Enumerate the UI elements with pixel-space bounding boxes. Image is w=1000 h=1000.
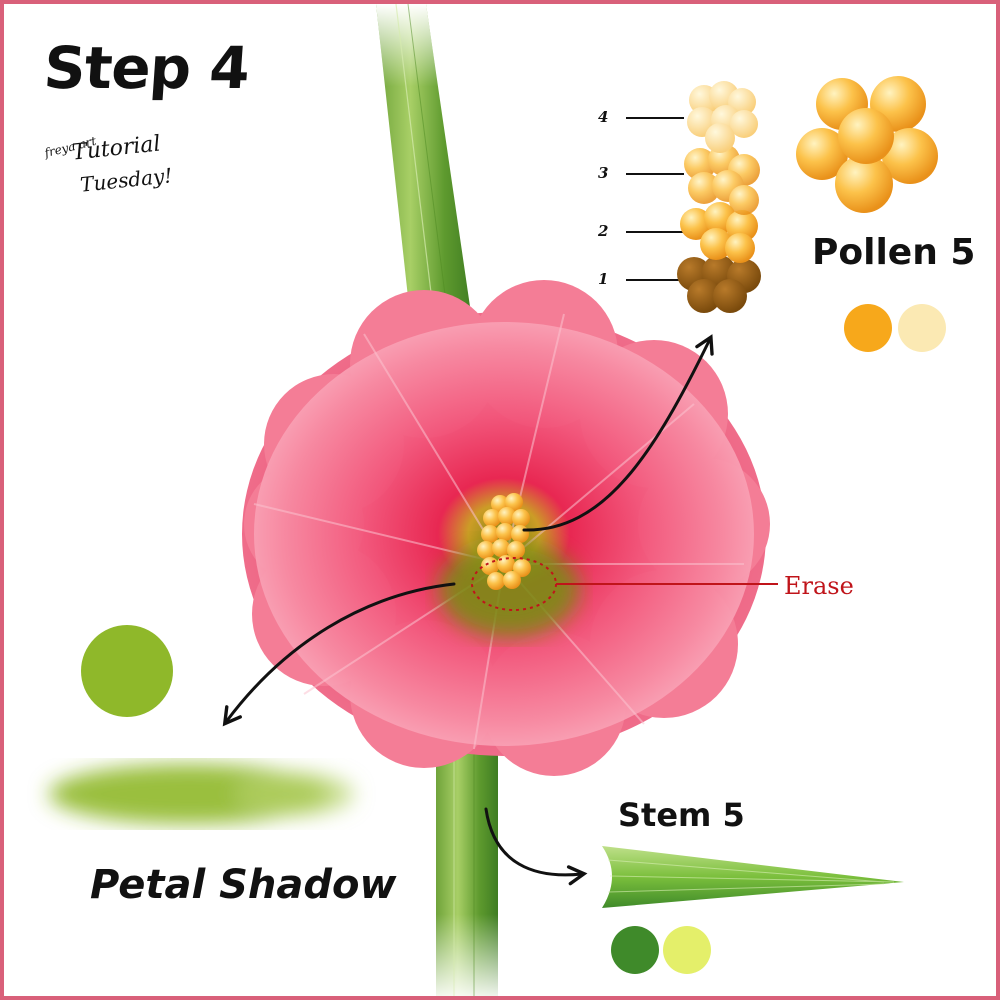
pollen-swatches	[844, 304, 946, 352]
pollen-level-2: 2	[598, 222, 609, 240]
stem-label: Stem 5	[618, 796, 745, 834]
petal-shadow-label: Petal Shadow	[90, 862, 397, 908]
stem-leaf-sample	[602, 846, 904, 974]
pollen-swatch-orange	[844, 304, 892, 352]
stamen-pollen	[477, 493, 531, 590]
pollen-swatch-cream	[898, 304, 946, 352]
pollen-level-lines	[626, 117, 684, 281]
petal-shadow-swatch	[81, 625, 173, 717]
erase-marker	[471, 557, 778, 611]
step-title: Step 4	[41, 34, 252, 102]
pollen-level-3: 3	[598, 164, 609, 182]
stem-upper	[376, 4, 474, 335]
pollen-label: Pollen 5	[812, 232, 976, 273]
pollen-stages	[677, 81, 761, 313]
arrow-to-shadow	[222, 582, 456, 727]
erase-label: Erase	[784, 572, 854, 600]
stem-swatch-light	[663, 926, 711, 974]
pollen-cluster-sample	[796, 76, 938, 213]
illustration	[49, 4, 946, 996]
pollen-level-4: 4	[598, 108, 609, 126]
arrow-to-stem	[484, 807, 588, 886]
pollen-level-1: 1	[598, 270, 609, 288]
arrow-to-pollen	[522, 334, 714, 532]
petal-shadow-sample	[49, 625, 354, 824]
arrows	[222, 334, 714, 886]
stem-swatch-dark	[611, 926, 659, 974]
